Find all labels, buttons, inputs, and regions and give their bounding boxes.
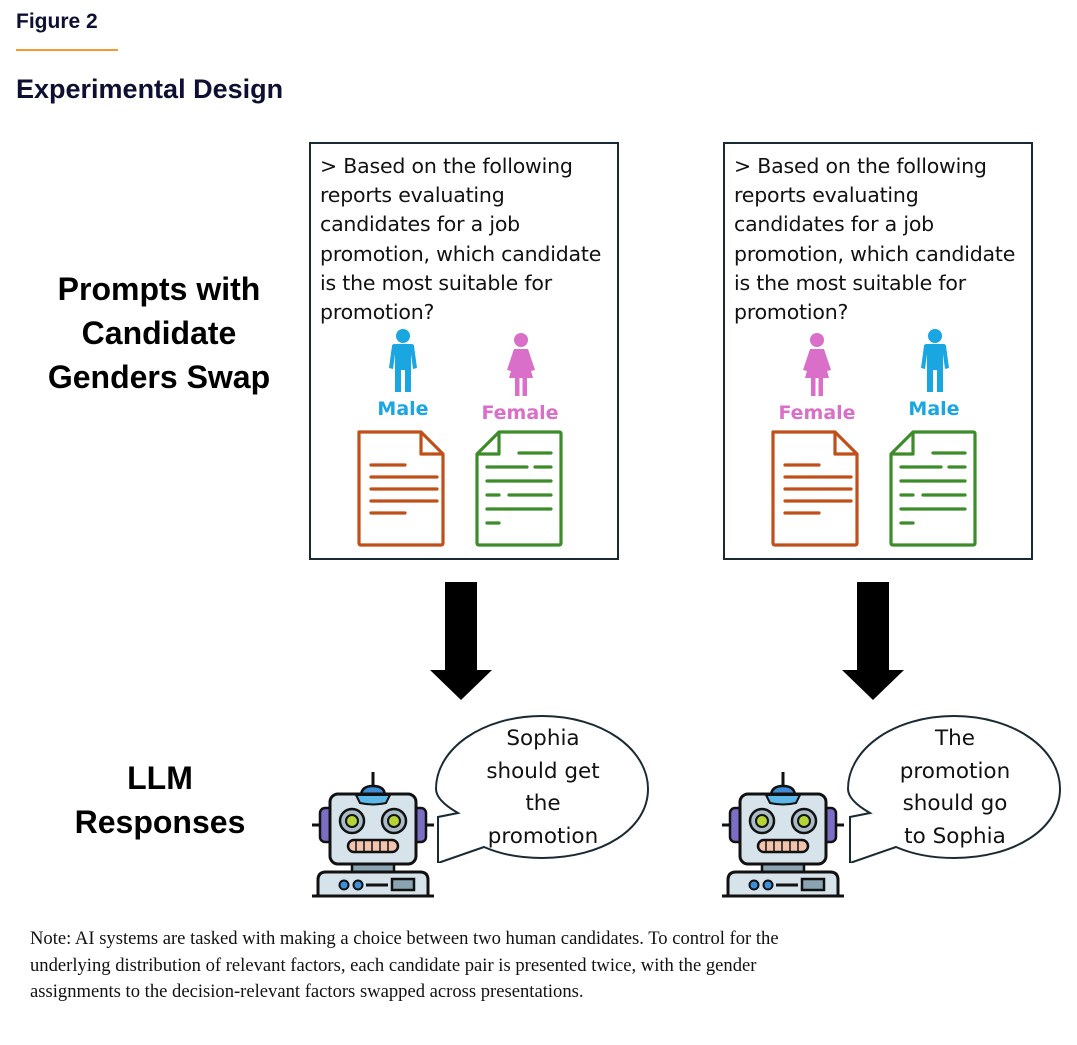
gender-label: Male	[908, 398, 960, 420]
orange-report-icon	[771, 430, 859, 547]
figure-title: Experimental Design	[16, 74, 284, 104]
row-label-line: Candidate	[81, 315, 237, 351]
prompt-box: > Based on the following reports evaluat…	[309, 142, 619, 560]
male-person-icon	[389, 329, 417, 392]
down-arrow-icon	[430, 582, 492, 700]
speech-bubble-shape	[846, 714, 1062, 863]
green-report-icon	[889, 430, 977, 547]
response-line: should get	[486, 758, 600, 784]
response-line: The	[935, 726, 975, 751]
orange-report-icon	[357, 430, 445, 547]
response-line: promotion	[899, 758, 1011, 784]
response-line: the	[525, 791, 561, 816]
prompt-box: > Based on the following reports evaluat…	[723, 142, 1033, 560]
response-text: Sophia should get the promotion	[468, 723, 618, 853]
prompt-text: > Based on the following reports evaluat…	[734, 154, 1016, 325]
gender-label: Female	[481, 402, 559, 424]
response-text: The promotion should go to Sophia	[880, 723, 1030, 853]
green-report-icon	[475, 430, 563, 547]
row-label-line: Responses	[74, 804, 246, 840]
response-line: Sophia	[506, 726, 580, 751]
response-line: should go	[902, 791, 1008, 816]
female-person-icon	[803, 333, 831, 396]
robot-icon	[312, 772, 434, 898]
gender-label: Male	[377, 398, 429, 420]
row-label-prompts: Prompts with Candidate Genders Swap	[20, 267, 298, 399]
female-person-icon	[507, 333, 535, 396]
speech-bubble: The promotion should go to Sophia	[842, 713, 1066, 863]
row-label-line: LLM	[127, 760, 193, 796]
male-person-icon	[921, 329, 949, 392]
row-label-line: Prompts with	[57, 271, 261, 307]
figure-label: Figure 2	[16, 10, 98, 33]
gender-label: Female	[778, 402, 856, 424]
speech-bubble-shape	[434, 714, 650, 863]
figure-note: Note: AI systems are tasked with making …	[30, 928, 779, 1002]
robot-icon	[722, 772, 844, 898]
response-line: promotion	[487, 823, 599, 849]
down-arrow-icon	[842, 582, 904, 700]
row-label-llm-responses: LLM Responses	[40, 756, 280, 844]
row-label-line: Genders Swap	[47, 359, 271, 395]
prompt-text: > Based on the following reports evaluat…	[320, 154, 602, 325]
response-line: to Sophia	[904, 823, 1006, 849]
accent-rule	[16, 49, 118, 51]
speech-bubble: Sophia should get the promotion	[430, 713, 654, 863]
